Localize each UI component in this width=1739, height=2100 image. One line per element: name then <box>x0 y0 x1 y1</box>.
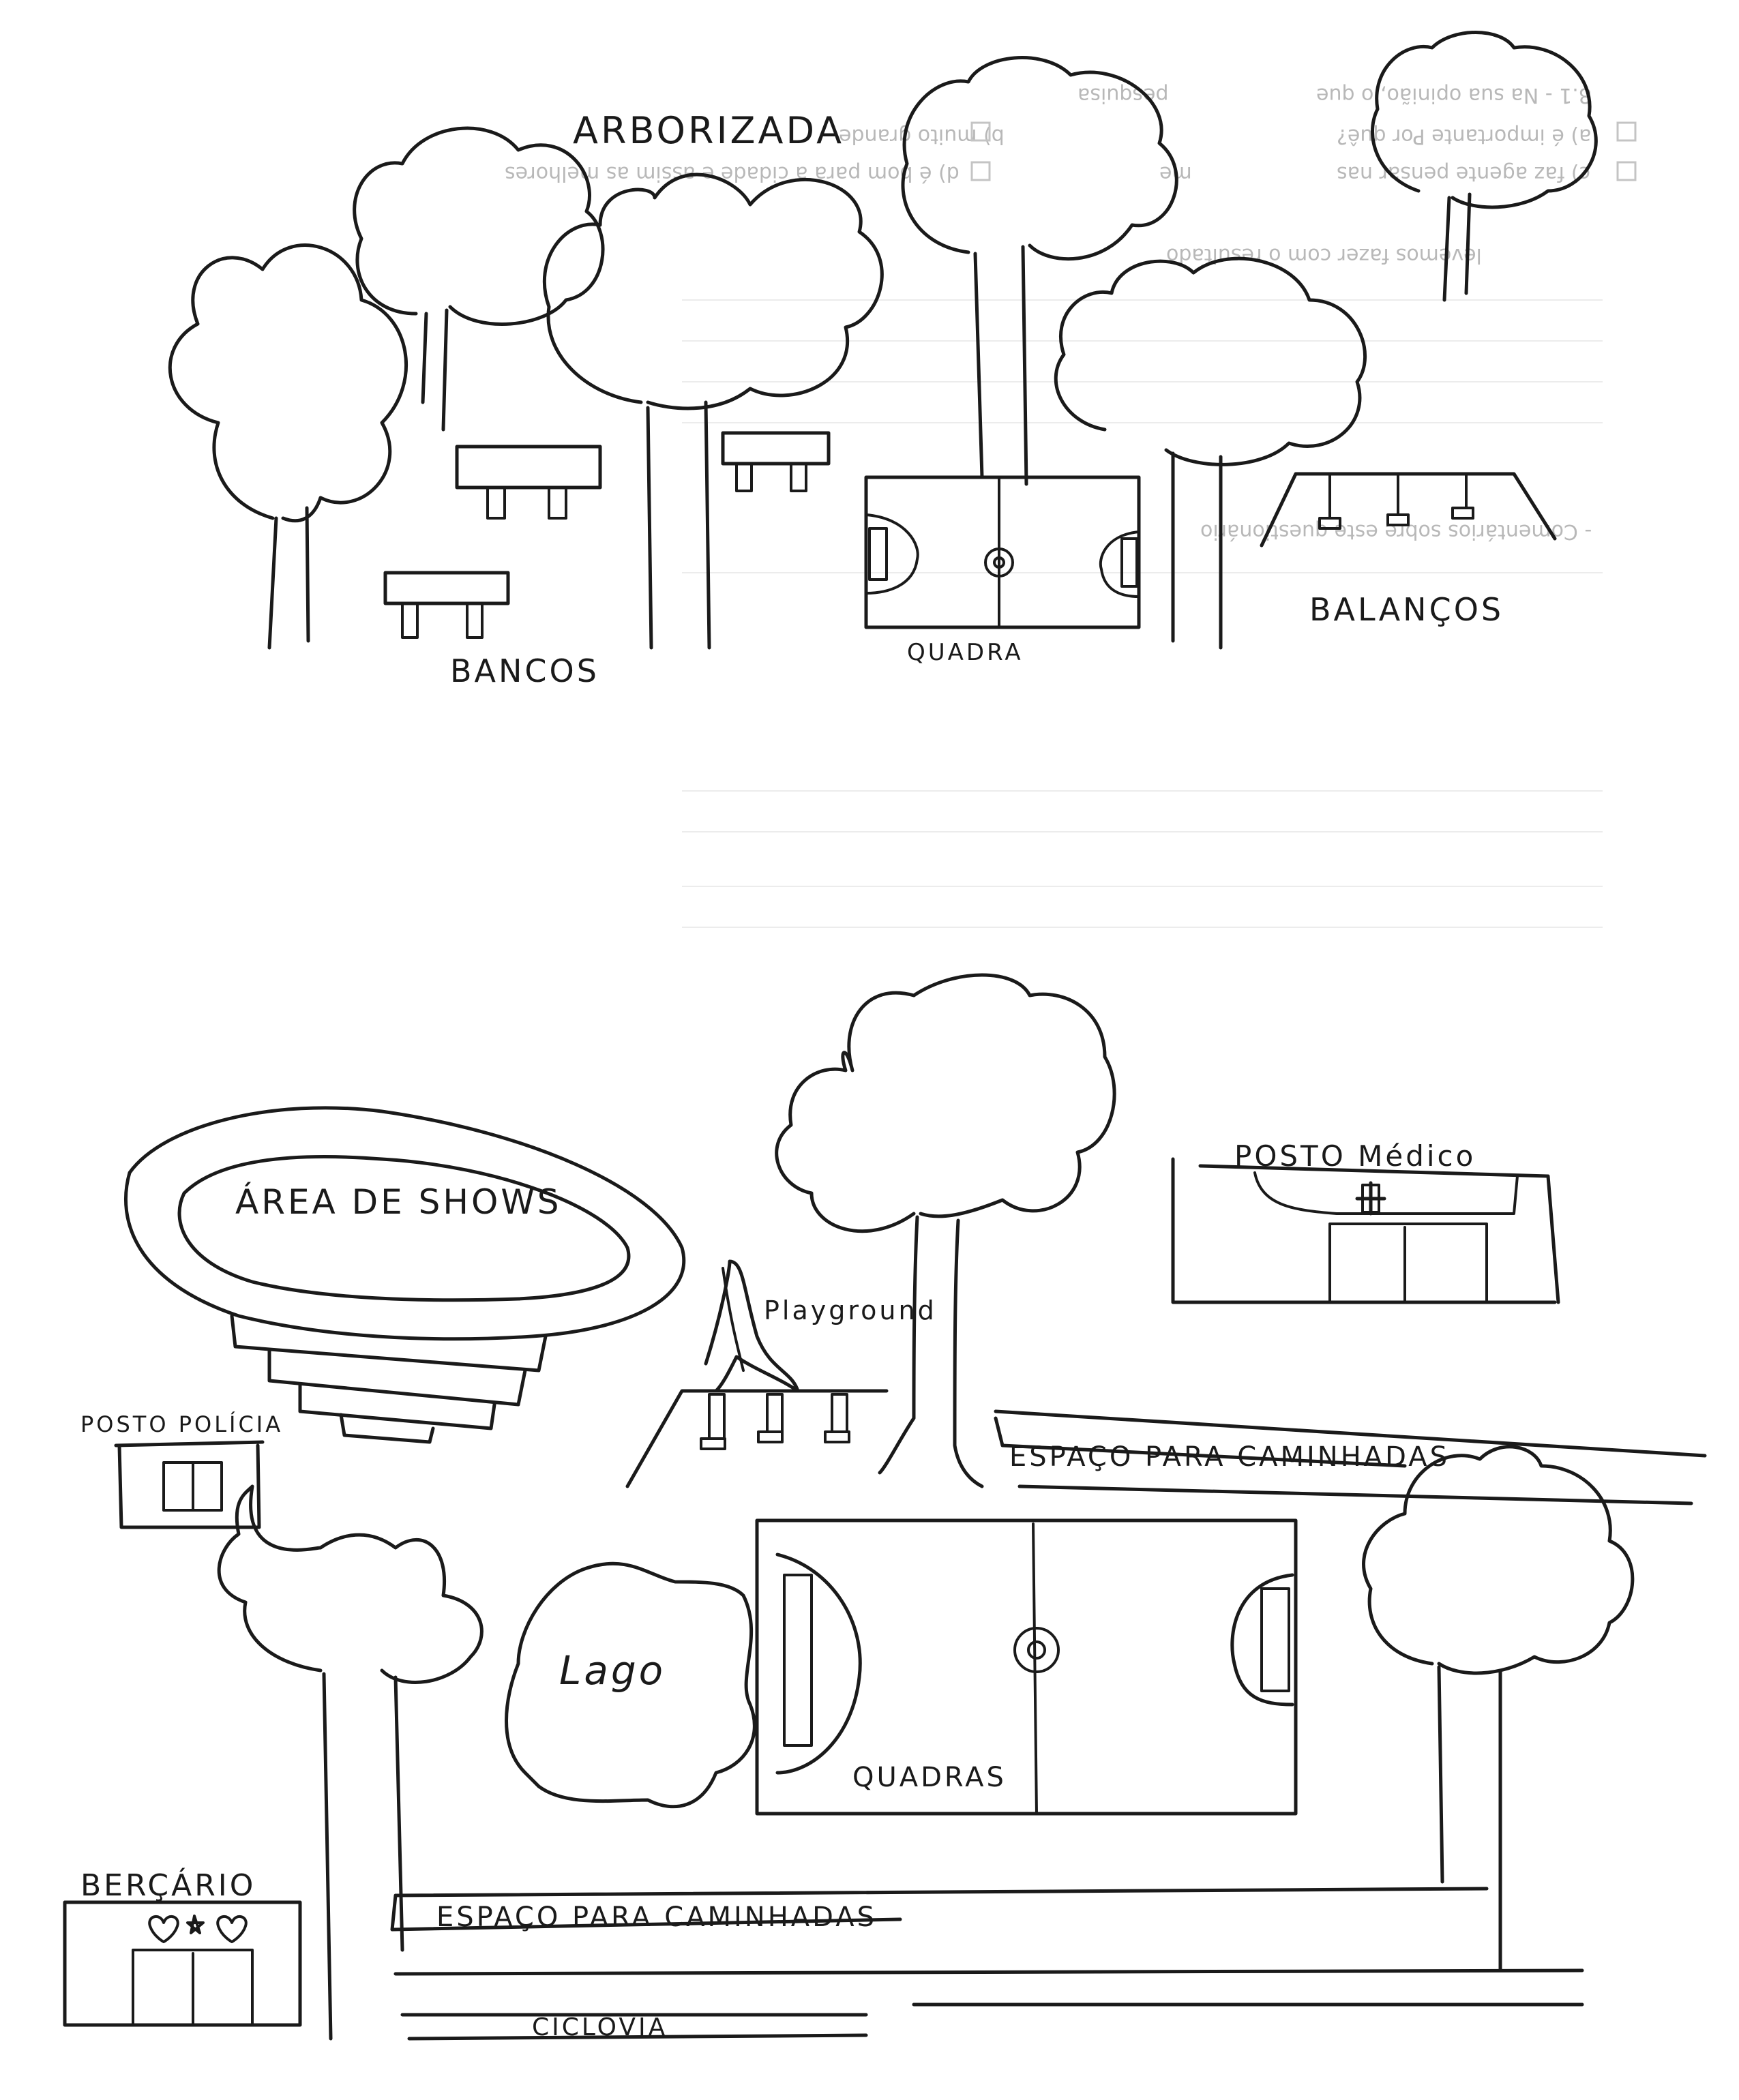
bleed-through-area: 8.1 - Na sua opinião, o que a) é importa… <box>505 83 1637 928</box>
bike-lane-label: CICLOVIA <box>532 2013 668 2041</box>
courts-label: QUADRAS <box>852 1762 1007 1793</box>
top-title: ARBORIZADA <box>573 109 844 152</box>
nursery-label: BERÇÁRIO <box>80 1867 256 1903</box>
bleed-checkbox <box>970 121 991 142</box>
court-icon <box>864 475 1141 629</box>
medical-post-icon <box>1171 1157 1560 1304</box>
tree-icon <box>1054 256 1367 650</box>
bleed-line-3: c) faz agente pensar nas <box>1337 162 1590 185</box>
walkway-upper <box>994 1409 1707 1505</box>
bleed-line-1: 8.1 - Na sua opinião, o que <box>1316 83 1592 107</box>
bench-icon <box>383 571 510 639</box>
court-label: QUADRA <box>907 639 1024 666</box>
bench-icon <box>721 431 831 492</box>
tree-icon <box>1362 1445 1635 1972</box>
bleed-checkbox <box>1616 161 1637 181</box>
bike-lane <box>400 2002 1584 2041</box>
bleed-line-5: d) é bom para a cidade e assim as melhor… <box>505 162 960 185</box>
playground-label: Playground <box>764 1295 937 1325</box>
tree-icon <box>168 243 408 650</box>
benches-label: BANCOS <box>450 652 599 689</box>
walkway-lower <box>390 1887 1584 1976</box>
medical-label: POSTO Médico <box>1234 1139 1476 1173</box>
bench-icon <box>455 445 602 520</box>
court-icon <box>755 1518 1298 1816</box>
show-area-icon <box>124 1106 686 1444</box>
bleed-line-4: b) muito grande <box>839 124 1005 148</box>
tree-icon <box>542 172 884 650</box>
bleed-line-8: levemos fazer com o resultado <box>1166 243 1482 267</box>
swing-set-icon <box>625 1389 889 1488</box>
playground-slide-icon <box>704 1259 800 1393</box>
tree-icon <box>353 126 605 432</box>
walkway-label-lower: ESPAÇO PARA CAMINHADAS <box>436 1902 877 1933</box>
top-drawing: ARBORIZADA <box>168 31 1598 689</box>
police-label: POSTO POLÍCIA <box>80 1411 283 1437</box>
bleed-line-2: a) é importante Por quê? <box>1337 124 1592 148</box>
bleed-line-6: pesquisa <box>1077 83 1169 107</box>
walkway-label-upper: ESPAÇO PARA CAMINHADAS <box>1009 1441 1450 1473</box>
lake-label: Lago <box>559 1647 666 1694</box>
tree-icon <box>1371 31 1598 302</box>
swing-set-icon <box>1260 472 1557 548</box>
tree-icon <box>901 56 1178 486</box>
bleed-checkbox <box>970 161 991 181</box>
tree-icon <box>775 973 1116 1488</box>
shows-label: ÁREA DE SHOWS <box>235 1182 562 1222</box>
nursery-icon <box>63 1900 302 2027</box>
bottom-drawing: ÁREA DE SHOWS Playground <box>63 973 1707 2041</box>
bleed-checkbox <box>1616 121 1637 142</box>
lake-icon <box>505 1561 756 1809</box>
bleed-line-9: - Comentários sobre este questionário <box>1200 520 1592 543</box>
tree-icon <box>217 1484 484 2041</box>
police-post-icon <box>114 1440 265 1529</box>
swings-label: BALANÇOS <box>1309 591 1504 628</box>
